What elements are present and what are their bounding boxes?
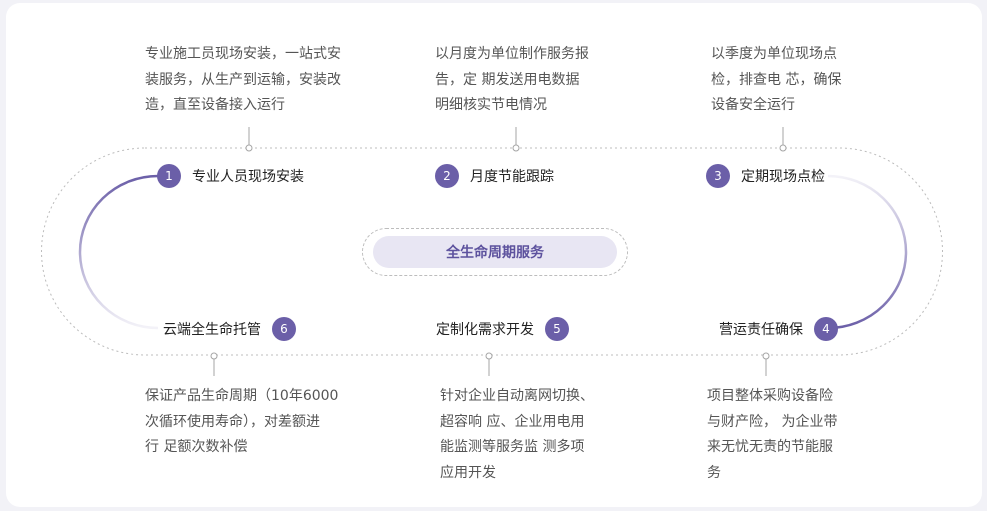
desc-line: 保证产品生命周期（10年6000 — [145, 388, 339, 404]
step-label: 云端全生命托管 — [163, 322, 261, 338]
step-4-node[interactable]: 营运责任确保 4 — [719, 316, 838, 342]
step-6-description: 保证产品生命周期（10年6000 次循环使用寿命），对差额进 行 足额次数补偿 — [145, 384, 338, 461]
desc-line: 能监测等服务监 测多项 — [440, 439, 585, 455]
step-label: 营运责任确保 — [719, 322, 803, 338]
step-4-description: 项目整体采购设备险 与财产险， 为企业带 来无忧无责的节能服 务 — [707, 384, 837, 486]
arc-right — [827, 174, 908, 330]
step-number: 2 — [435, 164, 459, 188]
desc-line: 次循环使用寿命），对差额进 — [145, 413, 320, 430]
step-2-description: 以月度为单位制作服务报 告，定 期发送用电数据 明细核实节电情况 — [435, 42, 589, 119]
desc-line: 装服务，从生产到运输，安装改 — [145, 71, 341, 88]
step-2-node[interactable]: 2 月度节能跟踪 — [435, 163, 554, 189]
center-frame: 全生命周期服务 — [362, 228, 628, 276]
desc-line: 超容响 应、企业用电用 — [440, 413, 585, 430]
step-5-description: 针对企业自动离网切换、 超容响 应、企业用电用 能监测等服务监 测多项 应用开发 — [440, 384, 594, 486]
desc-line: 务 — [707, 464, 721, 481]
desc-line: 造，直至设备接入运行 — [145, 97, 285, 113]
desc-line: 来无忧无责的节能服 — [707, 439, 833, 455]
step-1-node[interactable]: 1 专业人员现场安装 — [157, 163, 304, 189]
desc-line: 专业施工员现场安装，一站式安 — [145, 46, 341, 62]
arc-left — [78, 174, 159, 330]
step-number: 5 — [545, 317, 569, 341]
desc-line: 明细核实节电情况 — [435, 97, 547, 113]
step-label: 专业人员现场安装 — [192, 169, 304, 185]
desc-line: 针对企业自动离网切换、 — [440, 388, 594, 404]
step-number: 3 — [706, 164, 730, 188]
step-3-description: 以季度为单位现场点 检，排查电 芯，确保 设备安全运行 — [711, 42, 841, 119]
desc-line: 与财产险， 为企业带 — [707, 413, 838, 430]
desc-line: 行 足额次数补偿 — [145, 439, 248, 455]
desc-line: 以月度为单位制作服务报 — [435, 46, 589, 62]
step-3-node[interactable]: 3 定期现场点检 — [706, 163, 825, 189]
center-title: 全生命周期服务 — [373, 236, 617, 268]
desc-line: 告，定 期发送用电数据 — [435, 71, 580, 88]
step-number: 6 — [272, 317, 296, 341]
desc-line: 项目整体采购设备险 — [707, 388, 833, 404]
desc-line: 以季度为单位现场点 — [711, 46, 837, 62]
step-label: 定期现场点检 — [741, 169, 825, 185]
step-label: 月度节能跟踪 — [470, 169, 554, 185]
step-number: 4 — [814, 317, 838, 341]
desc-line: 设备安全运行 — [711, 97, 795, 113]
desc-line: 应用开发 — [440, 464, 496, 481]
step-label: 定制化需求开发 — [436, 322, 534, 338]
desc-line: 检，排查电 芯，确保 — [711, 71, 842, 88]
step-1-description: 专业施工员现场安装，一站式安 装服务，从生产到运输，安装改 造，直至设备接入运行 — [145, 42, 341, 119]
step-5-node[interactable]: 定制化需求开发 5 — [436, 316, 569, 342]
step-6-node[interactable]: 云端全生命托管 6 — [163, 316, 296, 342]
step-number: 1 — [157, 164, 181, 188]
